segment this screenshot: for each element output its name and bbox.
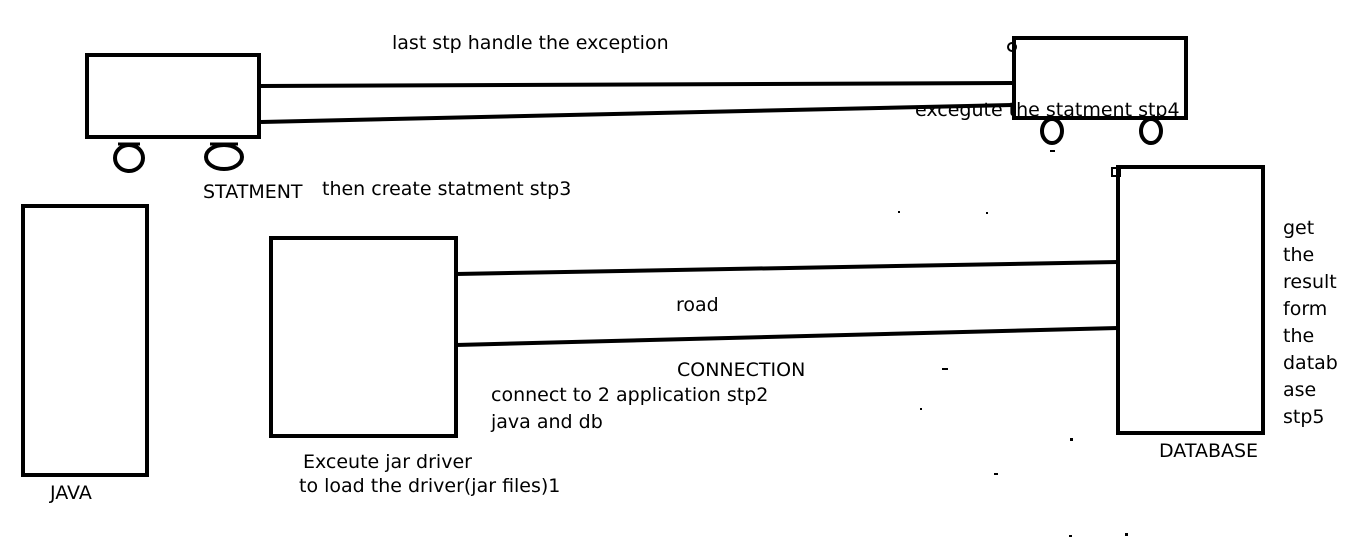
connection-label: CONNECTION — [677, 359, 806, 381]
step5-line: ase — [1283, 379, 1317, 401]
step5-line: the — [1283, 244, 1315, 266]
statement-line-bottom — [260, 103, 1013, 124]
statement-wheel-right — [204, 143, 244, 171]
statement-line-top — [260, 81, 1013, 88]
step3-label: then create statment stp3 — [322, 178, 572, 200]
step2-label-line2: java and db — [491, 411, 603, 433]
step-last-label: last stp handle the exception — [392, 32, 669, 54]
statement-wheel-left — [113, 143, 145, 173]
execute-wheel-left — [1040, 117, 1064, 145]
execute-box — [1012, 36, 1188, 120]
step5-line: the — [1283, 325, 1315, 347]
execute-corner-mark — [1007, 42, 1017, 52]
database-box — [1116, 165, 1265, 435]
road-label: road — [676, 294, 719, 316]
step1-label-line1: Exceute jar driver — [303, 451, 472, 473]
connection-line-bottom — [455, 326, 1119, 347]
stray-marks — [898, 150, 1128, 537]
step5-line: get — [1283, 217, 1315, 239]
driver-box — [269, 236, 458, 438]
statement-label: STATMENT — [203, 181, 303, 203]
step5-line: stp5 — [1283, 406, 1325, 428]
step1-label-line2: to load the driver(jar files)1 — [299, 475, 561, 497]
step2-label-line1: connect to 2 application stp2 — [491, 384, 769, 406]
step5-line: result — [1283, 271, 1337, 293]
connection-line-top — [455, 260, 1119, 276]
java-box — [21, 204, 149, 477]
execute-wheel-right — [1139, 117, 1163, 145]
step5-line: form — [1283, 298, 1328, 320]
database-corner-mark — [1111, 167, 1121, 177]
database-label: DATABASE — [1159, 440, 1259, 462]
step4-label: excegute the statment stp4 — [915, 99, 1180, 121]
step5-line: datab — [1283, 352, 1338, 374]
java-label: JAVA — [50, 482, 92, 504]
step5-label: get the result form the datab ase stp5 — [1283, 215, 1338, 431]
statement-box — [85, 53, 261, 139]
